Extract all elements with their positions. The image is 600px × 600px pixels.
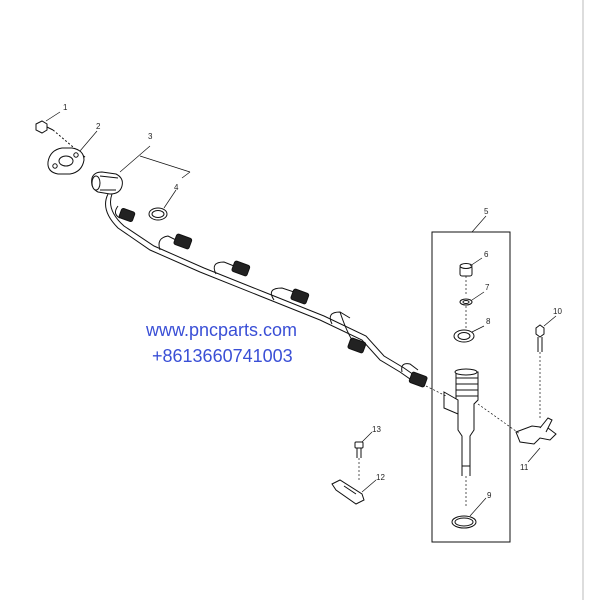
callout-5: 5	[484, 207, 489, 216]
part-2-gasket	[47, 130, 98, 175]
callout-13: 13	[372, 425, 381, 434]
part-4-o-ring	[148, 189, 177, 221]
callout-10: 10	[553, 307, 562, 316]
callout-12: 12	[376, 473, 385, 482]
part-11-clamp	[477, 403, 557, 463]
part-5-injector-group	[425, 215, 511, 543]
callout-7: 7	[485, 283, 490, 292]
watermark-url: www.pncparts.com	[146, 320, 298, 340]
callout-8: 8	[486, 317, 491, 326]
callout-9: 9	[487, 491, 492, 500]
callout-11: 11	[520, 463, 529, 472]
callout-6: 6	[484, 250, 489, 259]
part-10-bolt	[535, 315, 557, 420]
part-3-wiring-harness	[91, 145, 428, 388]
callout-2: 2	[96, 122, 101, 131]
callout-3: 3	[148, 132, 153, 141]
part-13-screw	[354, 431, 373, 482]
watermark-phone: +8613660741003	[152, 346, 293, 366]
part-12-bracket	[331, 479, 377, 505]
callout-4: 4	[174, 183, 179, 192]
callout-1: 1	[63, 103, 68, 112]
